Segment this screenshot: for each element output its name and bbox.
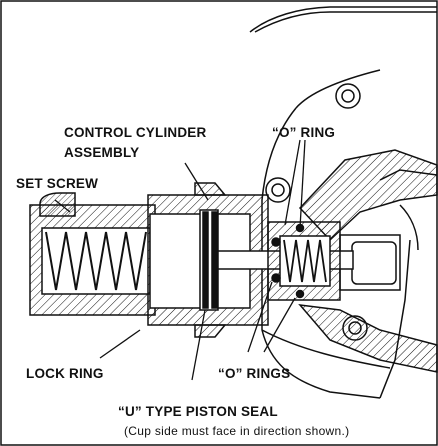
label-lock-ring: LOCK RING bbox=[26, 366, 104, 381]
o-ring-gland bbox=[267, 221, 341, 301]
label-set-screw: SET SCREW bbox=[16, 176, 99, 191]
label-control-cylinder-assembly: ASSEMBLY bbox=[64, 145, 140, 160]
label-o-rings: “O” RINGS bbox=[218, 366, 291, 381]
leader-lines bbox=[54, 139, 306, 381]
cap-body bbox=[29, 192, 156, 316]
housing bbox=[249, 6, 437, 399]
label-cup-side-note: (Cup side must face in direction shown.) bbox=[124, 424, 350, 438]
label-control-cylinder: CONTROL CYLINDER bbox=[64, 125, 207, 140]
label-u-type-piston-seal: “U” TYPE PISTON SEAL bbox=[118, 404, 278, 419]
label-o-ring: “O” RING bbox=[272, 125, 336, 140]
